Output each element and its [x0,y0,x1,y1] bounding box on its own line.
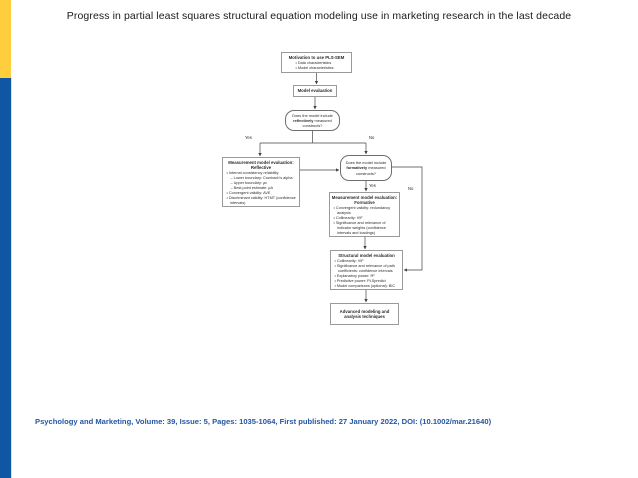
sidebar-accent-blue [0,78,12,478]
node-title-line2: Reflective [250,164,272,170]
node-title: Advanced modeling and analysis technique… [339,308,390,319]
node-advanced-techniques: Advanced modeling and analysis technique… [330,303,399,325]
checklist-item: Internal consistency reliability: [225,171,297,176]
node-title-line1: Measurement model evaluation: [228,159,294,165]
node-title: Structural model evaluation [338,252,395,258]
checklist-item: Model comparisons (optional): BIC [333,284,400,289]
branch-label-yes: Yes [369,183,376,188]
checklist-item: Convergent validity: redundancy analysis [332,206,397,216]
sidebar-accent-yellow [0,0,11,78]
node-title: Model evaluation [297,88,333,94]
decision-text: Does the model include reflectively meas… [286,112,339,129]
checklist-item: Collinearity: VIF [333,259,400,264]
branch-label-yes: Yes [245,135,252,140]
checklist-item: Explanatory power: R² [333,274,400,279]
checklist-subitem: Lower boundary: Cronbach's alpha [225,176,297,181]
checklist-subitem: Upper boundary: ρc [225,181,297,186]
node-model-evaluation: Model evaluation [293,85,337,97]
checklist-item: Convergent validity: AVE [225,191,297,196]
node-title: Measurement model evaluation: Formative [330,193,399,205]
node-measurement-reflective: Measurement model evaluation: Reflective… [222,157,300,207]
decision-text-post: measured constructs? [302,117,332,129]
checklist-item: Discriminant validity: HTMT (confidence … [225,196,297,206]
node-title: Motivation to use PLS-SEM [288,54,345,60]
decision-formative-constructs: Does the model include formatively measu… [340,155,392,181]
decision-text-pre: Does the model include [345,160,387,166]
checklist-item: Model characteristics [294,66,349,71]
decision-text: Does the model include formatively measu… [341,159,391,176]
citation-line: Psychology and Marketing, Volume: 39, Is… [35,417,492,426]
node-motivation: Motivation to use PLS-SEM Data character… [281,52,352,73]
checklist-item: Significance and relevance of indicator … [332,221,397,236]
decision-reflective-constructs: Does the model include reflectively meas… [285,110,340,131]
node-title-line1: Measurement model evaluation: [331,194,398,200]
checklist-subitem: Best-point estimate: ρA [225,186,297,191]
decision-text-emph: reflectively [293,117,314,123]
node-structural-evaluation: Structural model evaluation Collinearity… [330,250,403,290]
checklist-item: Data characteristics [294,61,349,66]
node-title-line2: Formative [354,199,375,205]
decision-text-post: measured constructs? [356,165,386,176]
decision-text-pre: Does the model include [292,112,333,118]
checklist-item: Collinearity: VIF [332,216,397,221]
branch-label-no: No [408,186,414,191]
checklist-item: Significance and relevance of path coeff… [333,264,400,274]
node-title: Measurement model evaluation: Reflective [223,158,299,170]
checklist-item: Predictive power: PLSpredict [333,279,400,284]
decision-text-emph: formatively [346,165,368,171]
branch-label-no: No [369,135,375,140]
node-measurement-formative: Measurement model evaluation: Formative … [329,192,400,237]
page-title: Progress in partial least squares struct… [66,10,572,22]
